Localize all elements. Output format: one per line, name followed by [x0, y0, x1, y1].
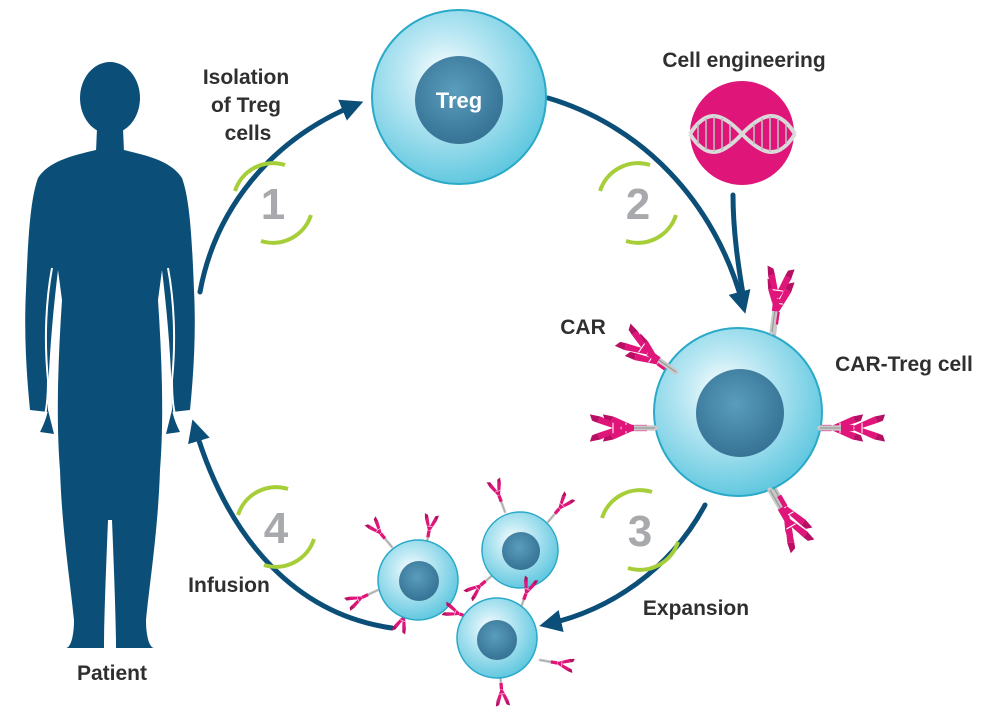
- isolation-label-line2: of Treg: [211, 94, 281, 117]
- expanded-cell-3: [442, 576, 575, 707]
- step-1-number: 1: [261, 180, 285, 229]
- dna-helix-icon: [688, 81, 797, 185]
- step-1: 1: [233, 161, 313, 245]
- treg-label: Treg: [436, 88, 482, 113]
- infusion-label: Infusion: [188, 574, 270, 597]
- car-treg-cell-icon: [590, 266, 885, 554]
- car-treg-cell-label: CAR-Treg cell: [835, 353, 973, 376]
- cell-engineering-label: Cell engineering: [662, 49, 825, 72]
- patient-arm-outline: [43, 267, 53, 419]
- step-2-number: 2: [626, 180, 650, 229]
- arc-expansion: [539, 502, 708, 632]
- expanded-cell-2: [463, 478, 575, 602]
- patient-label: Patient: [77, 662, 147, 685]
- person-silhouette-icon: [25, 62, 195, 648]
- expanded-cell-1: [344, 513, 459, 634]
- arc-isolation: [197, 99, 364, 295]
- car-label: CAR: [560, 316, 606, 339]
- arc-dna-to-car: [730, 192, 747, 303]
- step-2: 2: [598, 161, 678, 245]
- step-4-number: 4: [264, 504, 289, 553]
- isolation-label-line3: cells: [225, 122, 272, 145]
- step-4: 4: [236, 485, 316, 569]
- isolation-label-line1: Isolation: [203, 66, 289, 89]
- patient-arm-outline-right: [167, 267, 177, 419]
- step-3-number: 3: [628, 507, 652, 556]
- step-3: 3: [600, 488, 680, 572]
- arc-engineering: [545, 95, 751, 314]
- treg-cell-icon: Treg: [371, 9, 547, 185]
- expansion-label: Expansion: [643, 597, 749, 620]
